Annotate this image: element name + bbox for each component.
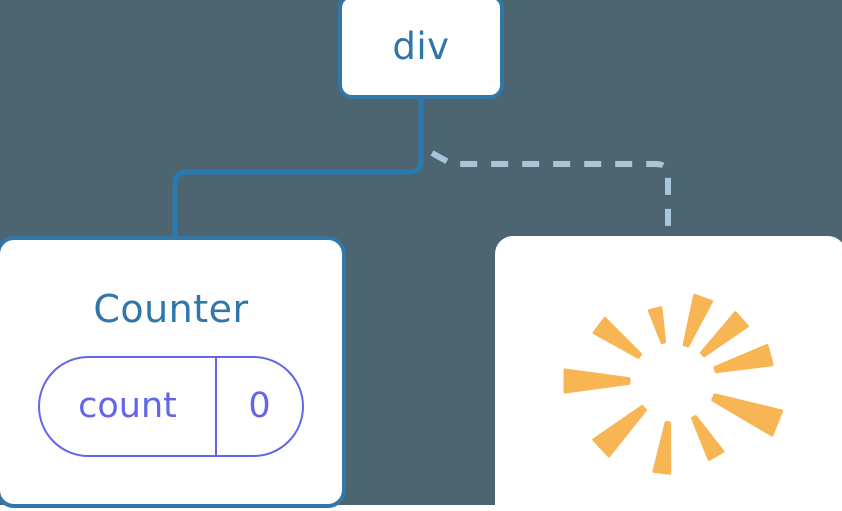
node-sparkle-panel[interactable] [495,236,842,511]
sparkle-ray-6 [652,420,672,475]
sparkle-ray-4 [563,368,631,394]
sparkle-ray-7 [690,414,725,461]
sparkle-ray-9 [713,343,774,374]
sparkle-ray-8 [711,393,784,437]
sparkle-ray-2 [647,306,667,345]
sparkle-ray-5 [592,405,647,458]
node-div[interactable]: div [338,0,504,99]
edge-root-to-sparkle [430,150,671,238]
sparkle-ray-1 [682,293,714,348]
sparkle-ray-10 [699,311,749,358]
state-pill-value: 0 [248,386,271,426]
state-pill[interactable]: count 0 [38,356,304,457]
node-counter-title: Counter [93,287,249,331]
sparkle-burst-icon [563,293,784,475]
state-pill-key: count [40,358,217,455]
node-counter[interactable]: Counter count 0 [0,236,346,508]
edge-root-to-counter [172,96,424,243]
sparkle-ray-3 [592,316,643,359]
node-div-label: div [392,25,450,68]
